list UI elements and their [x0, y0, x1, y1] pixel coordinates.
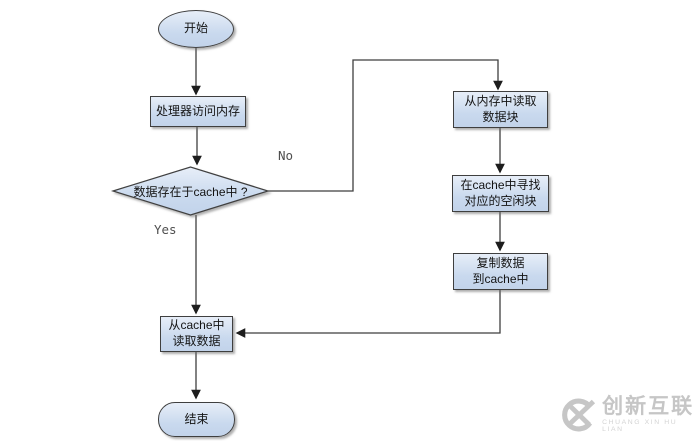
brand-logo: 创新互联 CHUANG XIN HU LIAN [560, 396, 700, 434]
decision-diamond-shape [110, 166, 271, 216]
process-find-free-block: 在cache中寻找 对应的空闲块 [452, 175, 549, 212]
process-read-from-cache-line1: 从cache中 [168, 318, 225, 333]
process-copy-to-cache-line1: 复制数据 [476, 255, 525, 270]
process-read-memory-block: 从内存中读取 数据块 [453, 91, 548, 128]
decision-data-in-cache: 数据存在于cache中 ? [118, 179, 263, 203]
edge-label-no: No [278, 148, 294, 163]
process-find-free-block-line2: 对应的空闲块 [464, 193, 537, 208]
process-read-from-cache-line2: 读取数据 [172, 334, 221, 348]
end-node: 结束 [158, 402, 235, 437]
process-read-memory-block-line2: 数据块 [482, 109, 519, 124]
edge-copy-to-readcache [235, 290, 501, 338]
process-copy-to-cache-line2: 到cache中 [472, 271, 529, 286]
process-copy-to-cache: 复制数据 到cache中 [453, 253, 548, 290]
process-read-from-cache: 从cache中 读取数据 [160, 316, 233, 352]
edge-no-branch [268, 59, 503, 192]
brand-text-block: 创新互联 CHUANG XIN HU LIAN [602, 396, 700, 434]
brand-subtitle: CHUANG XIN HU LIAN [602, 419, 678, 433]
brand-icon [562, 398, 596, 432]
decision-label: 数据存在于cache中 ? [133, 184, 248, 199]
end-node-label: 结束 [184, 411, 209, 426]
process-access-memory-label: 处理器访问内存 [155, 103, 240, 118]
start-node-label: 开始 [183, 21, 208, 36]
process-find-free-block-line1: 在cache中寻找 [460, 177, 541, 192]
process-access-memory: 处理器访问内存 [150, 96, 246, 127]
start-node: 开始 [158, 10, 234, 48]
process-read-memory-block-line1: 从内存中读取 [464, 93, 537, 108]
edge-label-yes: Yes [154, 222, 177, 237]
brand-name: 创新互联 [602, 395, 695, 419]
